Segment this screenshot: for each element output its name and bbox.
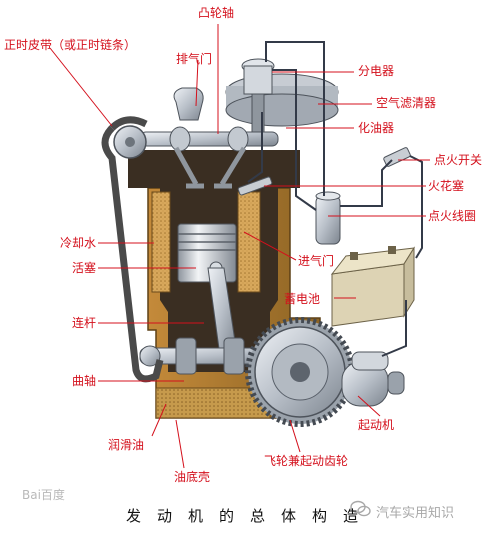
camshaft-rod bbox=[139, 131, 279, 147]
label-oil-pan: 油底壳 bbox=[174, 470, 211, 484]
battery bbox=[330, 246, 415, 327]
crankshaft bbox=[139, 337, 281, 375]
label-connecting-rod: 连杆 bbox=[72, 316, 97, 330]
label-crankshaft: 曲轴 bbox=[72, 374, 97, 388]
ignition-coil bbox=[315, 191, 341, 245]
label-exhaust-valve: 排气门 bbox=[176, 52, 213, 66]
label-lubricating-oil: 润滑油 bbox=[108, 438, 145, 452]
label-spark-plug: 火花塞 bbox=[428, 179, 465, 193]
coolant-jacket-left bbox=[151, 191, 171, 293]
label-ignition-switch: 点火开关 bbox=[434, 153, 483, 167]
ignition-wires bbox=[247, 41, 423, 357]
leader-lines bbox=[49, 24, 430, 469]
label-distributor: 分电器 bbox=[358, 64, 395, 78]
coolant-jacket-right bbox=[237, 191, 261, 293]
diagram-caption: 发动机的总体构造 bbox=[125, 507, 374, 525]
label-intake-valve: 进气门 bbox=[298, 254, 335, 268]
distributor-air-filter bbox=[225, 58, 339, 133]
label-starter: 起动机 bbox=[358, 418, 395, 432]
label-coolant: 冷却水 bbox=[60, 236, 97, 250]
label-carburetor: 化油器 bbox=[358, 121, 395, 135]
label-piston: 活塞 bbox=[72, 261, 97, 275]
label-air-filter: 空气滤清器 bbox=[376, 96, 437, 110]
label-battery: 蓄电池 bbox=[284, 292, 321, 306]
label-ignition-coil: 点火线圈 bbox=[428, 209, 477, 223]
cylinder-head bbox=[139, 87, 279, 196]
label-camshaft: 凸轮轴 bbox=[198, 6, 235, 20]
watermark-right: 汽车实用知识 bbox=[376, 506, 455, 521]
oil-pan bbox=[155, 387, 271, 419]
wechat-icon bbox=[350, 500, 371, 517]
spark-plug bbox=[237, 176, 273, 196]
starter-motor bbox=[341, 351, 405, 407]
label-flywheel: 飞轮兼起动齿轮 bbox=[264, 454, 349, 468]
label-timing-belt: 正时皮带（或正时链条） bbox=[4, 38, 137, 52]
flywheel bbox=[245, 317, 355, 427]
piston-assembly bbox=[177, 223, 237, 357]
watermark-left: Bai百度 bbox=[22, 488, 65, 502]
timing-belt bbox=[101, 116, 164, 383]
